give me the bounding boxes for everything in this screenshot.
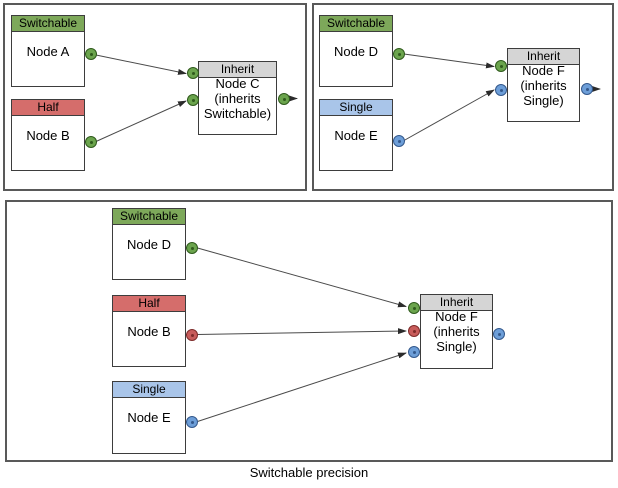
node-b: Half Node B (11, 99, 85, 171)
bottom-node-f-body: Node F (inherits Single) (421, 295, 492, 368)
node-b-title: Node B (26, 127, 70, 143)
bottom-node-e: Single Node E (112, 381, 186, 454)
node-f-output-socket (581, 83, 593, 95)
node-c-subtitle-1: (inherits (214, 90, 261, 106)
node-c-input-socket-2 (187, 94, 199, 106)
bottom-node-f-input-socket-3 (408, 346, 420, 358)
node-e-title: Node E (334, 127, 378, 143)
bottom-node-f-input-socket-2 (408, 325, 420, 337)
node-f-subtitle-1: (inherits (520, 77, 567, 93)
node-a-title: Node A (26, 43, 70, 59)
bottom-node-b: Half Node B (112, 295, 186, 367)
bottom-node-b-output-socket (186, 329, 198, 341)
bottom-node-e-header: Single (113, 382, 185, 398)
node-f-title: Node F (522, 62, 565, 78)
node-d-header: Switchable (320, 16, 392, 32)
node-c-output-socket (278, 93, 290, 105)
node-e: Single Node E (319, 99, 393, 171)
node-f-header: Inherit (508, 49, 579, 65)
bottom-node-d: Switchable Node D (112, 208, 186, 280)
bottom-node-b-title: Node B (127, 323, 171, 339)
node-e-header: Single (320, 100, 392, 116)
node-b-header: Half (12, 100, 84, 116)
bottom-node-f-subtitle-1: (inherits (433, 324, 480, 339)
node-f-input-socket-2 (495, 84, 507, 96)
node-c-header: Inherit (199, 62, 276, 78)
bottom-node-d-title: Node D (126, 236, 172, 252)
node-a-header: Switchable (12, 16, 84, 32)
bottom-node-d-output-socket (186, 242, 198, 254)
node-c-body: Node C (inherits Switchable) (199, 62, 276, 134)
node-f-input-socket-1 (495, 60, 507, 72)
node-c: Inherit Node C (inherits Switchable) (198, 61, 277, 135)
bottom-node-e-title: Node E (127, 410, 171, 425)
bottom-node-f-input-socket-1 (408, 302, 420, 314)
node-f-body: Node F (inherits Single) (508, 49, 579, 121)
figure-caption: Switchable precision (249, 465, 369, 480)
node-c-input-socket-1 (187, 67, 199, 79)
node-f: Inherit Node F (inherits Single) (507, 48, 580, 122)
node-a-output-socket (85, 48, 97, 60)
bottom-node-f-title: Node F (435, 309, 478, 324)
bottom-node-f: Inherit Node F (inherits Single) (420, 294, 493, 369)
bottom-node-f-output-socket (493, 328, 505, 340)
panel-bottom (5, 200, 613, 462)
node-a: Switchable Node A (11, 15, 85, 87)
node-c-title: Node C (215, 75, 260, 91)
bottom-node-d-header: Switchable (113, 209, 185, 225)
node-f-subtitle-2: Single) (523, 92, 564, 108)
bottom-node-b-header: Half (113, 296, 185, 312)
node-b-output-socket (85, 136, 97, 148)
node-c-subtitle-2: Switchable) (203, 105, 272, 121)
node-d-output-socket (393, 48, 405, 60)
node-d-title: Node D (333, 43, 379, 59)
bottom-node-e-output-socket (186, 416, 198, 428)
bottom-node-f-subtitle-2: Single) (436, 339, 477, 354)
node-e-output-socket (393, 135, 405, 147)
node-d: Switchable Node D (319, 15, 393, 87)
bottom-node-f-header: Inherit (421, 295, 492, 311)
